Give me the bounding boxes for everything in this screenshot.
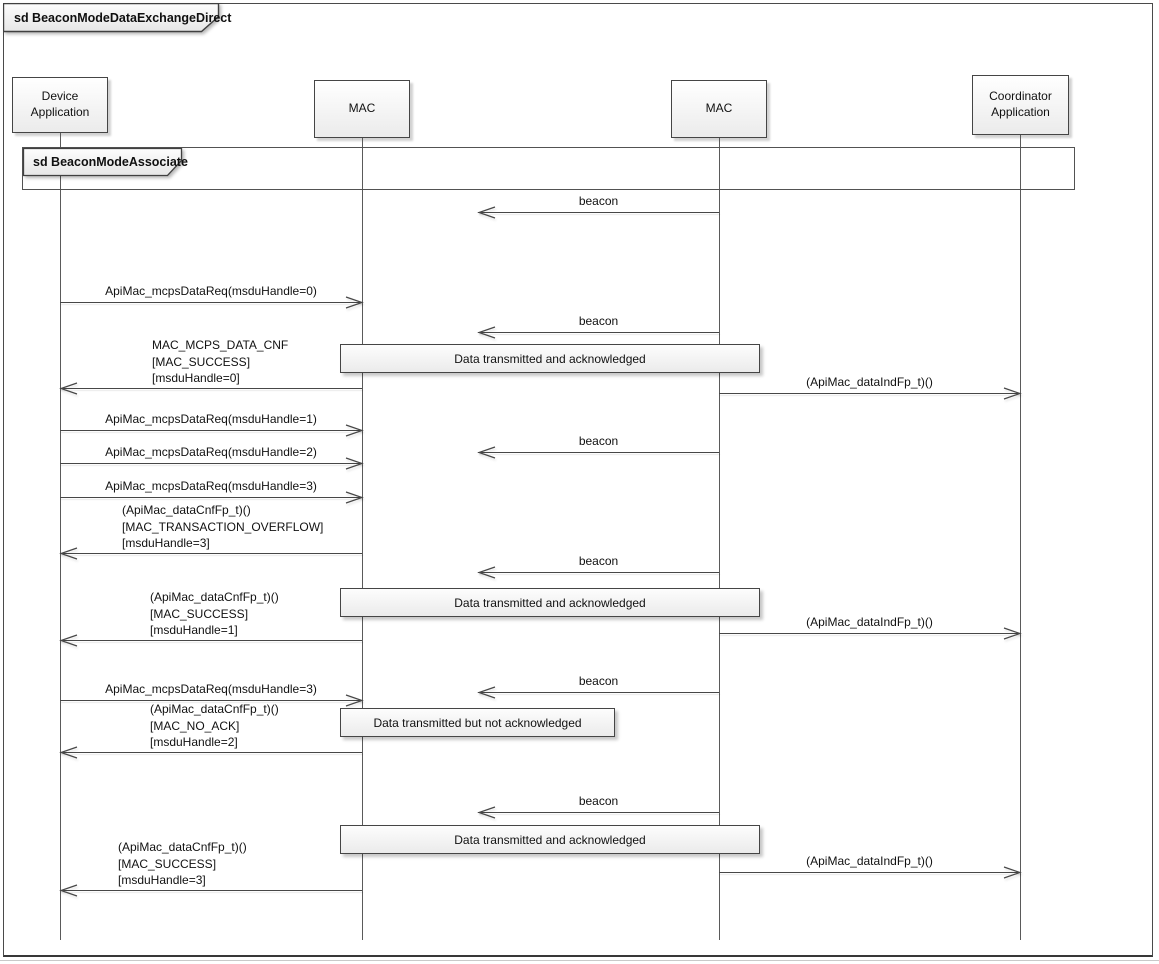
- data-cnf-0-arrowhead-icon: [59, 382, 79, 396]
- data-cnf-overflow-line: [60, 553, 362, 554]
- data-ind-1-arrowhead-icon: [1002, 387, 1022, 401]
- ref-frame-title: sd BeaconModeAssociate: [33, 155, 188, 169]
- ref-frame-tab: sd BeaconModeAssociate: [23, 148, 191, 179]
- beacon-1-label: beacon: [578, 194, 619, 208]
- lifeline-device-application: [60, 133, 61, 940]
- data-cnf-0-label: MAC_MCPS_DATA_CNF [MAC_SUCCESS] [msduHan…: [152, 338, 289, 385]
- page-edge: [0, 960, 1159, 961]
- data-cnf-noack-label: (ApiMac_dataCnfFp_t)() [MAC_NO_ACK] [msd…: [150, 702, 279, 749]
- beacon-4-line: [478, 572, 719, 573]
- data-cnf-3-arrowhead-icon: [59, 884, 79, 898]
- ref-tab-shape-icon: [23, 148, 183, 177]
- data-cnf-3-line: [60, 890, 362, 891]
- diagram-frame: [3, 3, 1153, 957]
- data-req-3-arrowhead-icon: [344, 491, 364, 505]
- data-cnf-0-line: [60, 388, 362, 389]
- data-req-2-arrowhead-icon: [344, 457, 364, 471]
- data-cnf-noack-arrowhead-icon: [59, 746, 79, 760]
- lifeline-coordinator-application: [1020, 135, 1021, 940]
- data-ind-1-line: [719, 393, 1020, 394]
- note-ack-2: Data transmitted and acknowledged: [340, 588, 760, 617]
- beacon-1-arrowhead-icon: [477, 206, 497, 220]
- lifeline-head-coordinator-application: Coordinator Application: [972, 75, 1069, 135]
- diagram-title: sd BeaconModeDataExchangeDirect: [14, 11, 232, 25]
- note-ack-3: Data transmitted and acknowledged: [340, 825, 760, 854]
- beacon-5-arrowhead-icon: [477, 686, 497, 700]
- beacon-6-line: [478, 812, 719, 813]
- diagram-title-tab: sd BeaconModeDataExchangeDirect: [3, 3, 231, 35]
- data-req-2-line: [60, 463, 362, 464]
- lifeline-mac-right: [719, 138, 720, 940]
- data-cnf-1-label: (ApiMac_dataCnfFp_t)() [MAC_SUCCESS] [ms…: [150, 590, 279, 637]
- beacon-3-arrowhead-icon: [477, 446, 497, 460]
- data-cnf-1-arrowhead-icon: [59, 634, 79, 648]
- data-req-1-label: ApiMac_mcpsDataReq(msduHandle=1): [105, 412, 317, 426]
- beacon-5-label: beacon: [578, 674, 619, 688]
- data-ind-3-arrowhead-icon: [1002, 866, 1022, 880]
- data-cnf-1-line: [60, 640, 362, 641]
- data-req-3-line: [60, 497, 362, 498]
- lifeline-head-mac-right: MAC: [671, 80, 767, 138]
- beacon-4-label: beacon: [578, 554, 619, 568]
- data-ind-3-line: [719, 872, 1020, 873]
- lifeline-head-device-application: Device Application: [12, 77, 108, 133]
- data-req-0-label: ApiMac_mcpsDataReq(msduHandle=0): [105, 284, 317, 298]
- note-noack: Data transmitted but not acknowledged: [340, 708, 615, 737]
- data-ind-1-label: (ApiMac_dataIndFp_t)(): [806, 375, 933, 389]
- frame-tab-shape-icon: [3, 3, 220, 33]
- note-ack-1: Data transmitted and acknowledged: [340, 344, 760, 373]
- beacon-5-line: [478, 692, 719, 693]
- data-req-1-arrowhead-icon: [344, 424, 364, 438]
- data-ind-2-line: [719, 633, 1020, 634]
- data-ind-3-label: (ApiMac_dataIndFp_t)(): [806, 854, 933, 868]
- beacon-2-arrowhead-icon: [477, 326, 497, 340]
- beacon-3-label: beacon: [578, 434, 619, 448]
- data-req-3b-arrowhead-icon: [344, 694, 364, 708]
- data-ind-2-label: (ApiMac_dataIndFp_t)(): [806, 615, 933, 629]
- data-req-3b-label: ApiMac_mcpsDataReq(msduHandle=3): [105, 682, 317, 696]
- lifeline-mac-left: [362, 138, 363, 940]
- data-req-1-line: [60, 430, 362, 431]
- data-req-3-label: ApiMac_mcpsDataReq(msduHandle=3): [105, 479, 317, 493]
- lifeline-head-mac-left: MAC: [314, 80, 410, 138]
- beacon-2-line: [478, 332, 719, 333]
- data-req-2-label: ApiMac_mcpsDataReq(msduHandle=2): [105, 445, 317, 459]
- beacon-2-label: beacon: [578, 314, 619, 328]
- beacon-6-arrowhead-icon: [477, 806, 497, 820]
- data-req-0-line: [60, 302, 362, 303]
- data-ind-2-arrowhead-icon: [1002, 627, 1022, 641]
- beacon-1-line: [478, 212, 719, 213]
- beacon-3-line: [478, 452, 719, 453]
- data-cnf-overflow-label: (ApiMac_dataCnfFp_t)() [MAC_TRANSACTION_…: [122, 503, 324, 550]
- data-req-0-arrowhead-icon: [344, 296, 364, 310]
- data-cnf-3-label: (ApiMac_dataCnfFp_t)() [MAC_SUCCESS] [ms…: [118, 840, 247, 887]
- ref-frame: [22, 147, 1075, 190]
- data-cnf-overflow-arrowhead-icon: [59, 547, 79, 561]
- beacon-4-arrowhead-icon: [477, 566, 497, 580]
- data-req-3b-line: [60, 700, 362, 701]
- beacon-6-label: beacon: [578, 794, 619, 808]
- data-cnf-noack-line: [60, 752, 362, 753]
